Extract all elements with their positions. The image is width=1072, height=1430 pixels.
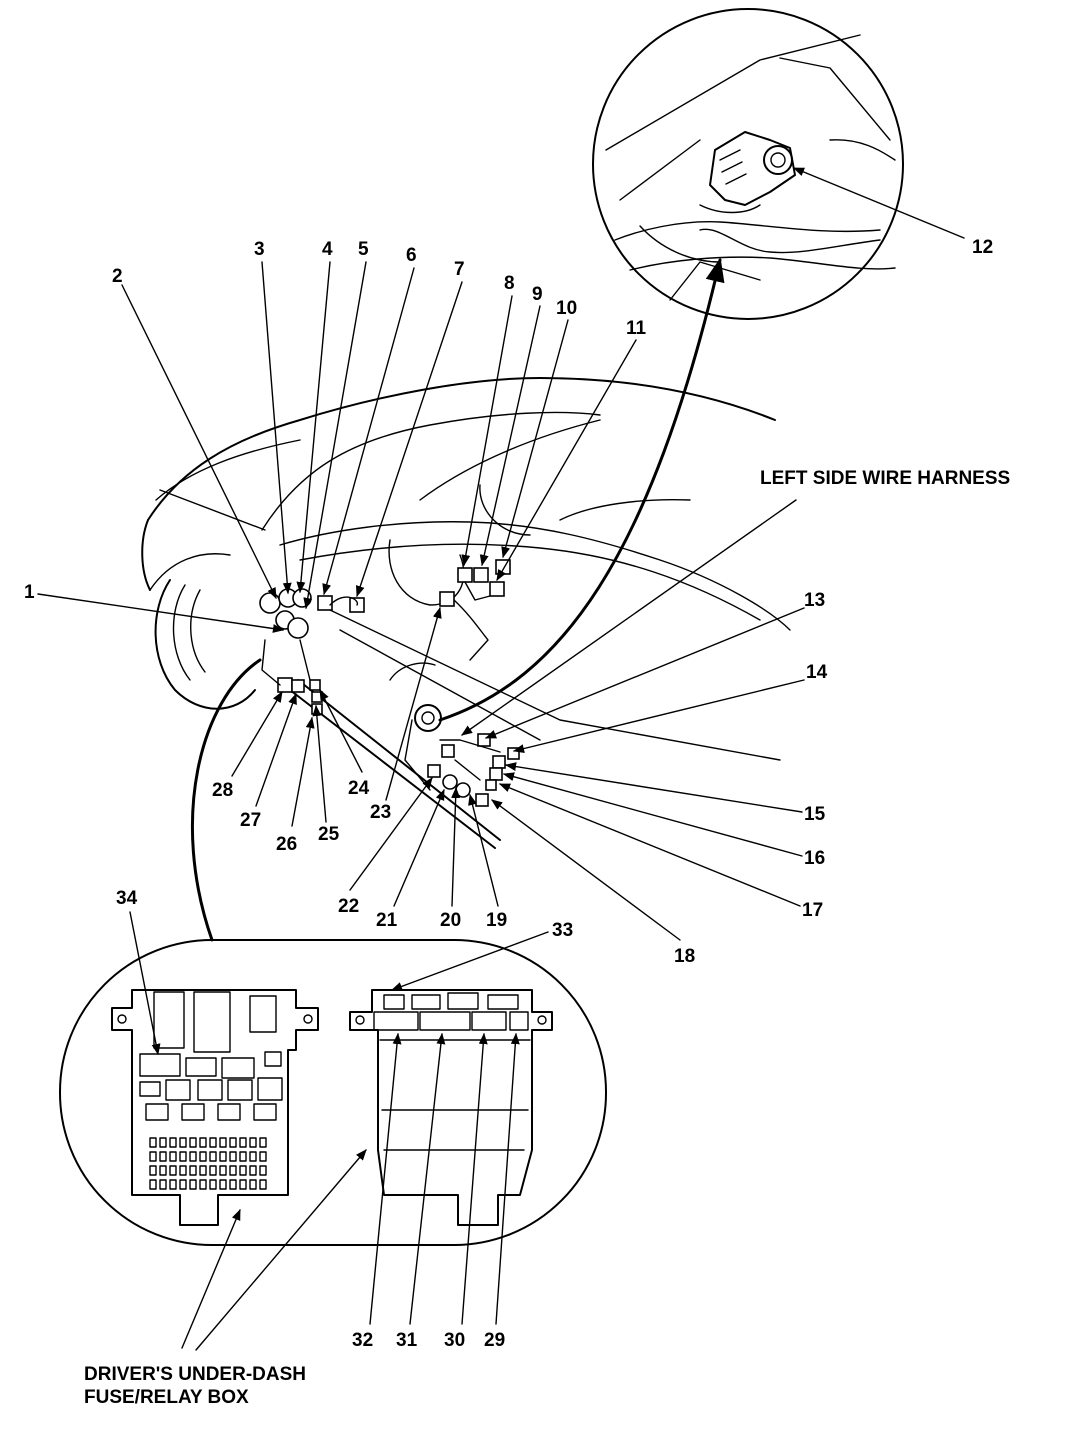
connector-cluster-left (259, 588, 365, 715)
mini-fuse (149, 1151, 157, 1162)
mini-fuse (249, 1137, 257, 1148)
car-body-outline (141, 377, 791, 849)
mini-fuse (209, 1137, 217, 1148)
callout-34: 34 (116, 888, 138, 909)
fuse-grid (149, 1137, 267, 1190)
mini-fuse (259, 1165, 267, 1176)
fuse-box-leaders (129, 911, 549, 1351)
mini-fuse (209, 1151, 217, 1162)
mini-fuse (199, 1137, 207, 1148)
mini-fuse (259, 1151, 267, 1162)
callout-26: 26 (276, 834, 297, 855)
callout-6: 6 (406, 245, 417, 266)
fuse-box-caption-line2: FUSE/RELAY BOX (84, 1387, 249, 1408)
callout-22: 22 (338, 896, 359, 917)
mini-fuse (149, 1137, 157, 1148)
mini-fuse (229, 1151, 237, 1162)
callout-1: 1 (24, 582, 35, 603)
callout-29: 29 (484, 1330, 505, 1351)
mini-fuse (169, 1137, 177, 1148)
callout-23: 23 (370, 802, 391, 823)
callout-30: 30 (444, 1330, 465, 1351)
mini-fuse (249, 1151, 257, 1162)
mini-fuse (229, 1165, 237, 1176)
callout-14: 14 (806, 662, 828, 683)
callout-27: 27 (240, 810, 261, 831)
mini-fuse (179, 1151, 187, 1162)
callout-3: 3 (254, 239, 265, 260)
mini-fuse (189, 1179, 197, 1190)
callout-24: 24 (348, 778, 370, 799)
mini-fuse (169, 1165, 177, 1176)
callout-10: 10 (556, 298, 577, 319)
callout-21: 21 (376, 910, 398, 931)
mini-fuse (219, 1165, 227, 1176)
callout-11: 11 (626, 318, 647, 339)
fuse-box-rear-view (349, 989, 553, 1226)
harness-routing-arc (438, 257, 725, 722)
mini-fuse (209, 1165, 217, 1176)
callout-12: 12 (972, 237, 993, 258)
detail-circle-connector-12 (592, 8, 904, 320)
callout-19: 19 (486, 910, 507, 931)
callout-5: 5 (358, 239, 369, 260)
callout-13: 13 (804, 590, 825, 611)
mini-fuse (159, 1151, 167, 1162)
callout-25: 25 (318, 824, 340, 845)
callout-8: 8 (504, 273, 515, 294)
mini-fuse (239, 1151, 247, 1162)
mini-fuse (189, 1137, 197, 1148)
mini-fuse (189, 1165, 197, 1176)
mini-fuse (199, 1179, 207, 1190)
mini-fuse (259, 1137, 267, 1148)
callout-9: 9 (532, 284, 543, 305)
mini-fuse (149, 1179, 157, 1190)
mini-fuse (199, 1165, 207, 1176)
mini-fuse (179, 1179, 187, 1190)
mini-fuse (219, 1179, 227, 1190)
left-side-wire-harness-caption: LEFT SIDE WIRE HARNESS (760, 468, 1010, 489)
callout-15: 15 (804, 804, 826, 825)
mini-fuse (199, 1151, 207, 1162)
mini-fuse (159, 1137, 167, 1148)
callout-labels: 1 2 3 4 5 6 7 8 9 10 11 12 13 14 15 16 1… (24, 237, 993, 1351)
fuse-box-caption-line1: DRIVER'S UNDER-DASH (84, 1364, 306, 1385)
mini-fuse (239, 1179, 247, 1190)
mini-fuse (229, 1179, 237, 1190)
callout-17: 17 (802, 900, 823, 921)
callout-16: 16 (804, 848, 825, 869)
leader-lines (37, 167, 965, 941)
fuse-box-front-view (111, 989, 319, 1226)
fuse-box-routing-loop (190, 658, 262, 942)
mini-fuse (179, 1165, 187, 1176)
mini-fuse (149, 1165, 157, 1176)
mini-fuse (159, 1179, 167, 1190)
callout-18: 18 (674, 946, 695, 967)
mini-fuse (179, 1137, 187, 1148)
callout-7: 7 (454, 259, 465, 280)
callout-28: 28 (212, 780, 233, 801)
fuse-box-detail-oval (59, 939, 607, 1246)
callout-20: 20 (440, 910, 461, 931)
mini-fuse (249, 1179, 257, 1190)
mini-fuse (239, 1137, 247, 1148)
mini-fuse (219, 1151, 227, 1162)
callout-2: 2 (112, 266, 123, 287)
mini-fuse (239, 1165, 247, 1176)
mini-fuse (219, 1137, 227, 1148)
callout-33: 33 (552, 920, 573, 941)
mini-fuse (209, 1179, 217, 1190)
callout-32: 32 (352, 1330, 373, 1351)
mini-fuse (249, 1165, 257, 1176)
mini-fuse (229, 1137, 237, 1148)
callout-4: 4 (322, 239, 333, 260)
mini-fuse (159, 1165, 167, 1176)
callout-31: 31 (396, 1330, 418, 1351)
mini-fuse (189, 1151, 197, 1162)
connector-cluster-center (439, 559, 511, 661)
mini-fuse (169, 1179, 177, 1190)
mini-fuse (259, 1179, 267, 1190)
mini-fuse (169, 1151, 177, 1162)
